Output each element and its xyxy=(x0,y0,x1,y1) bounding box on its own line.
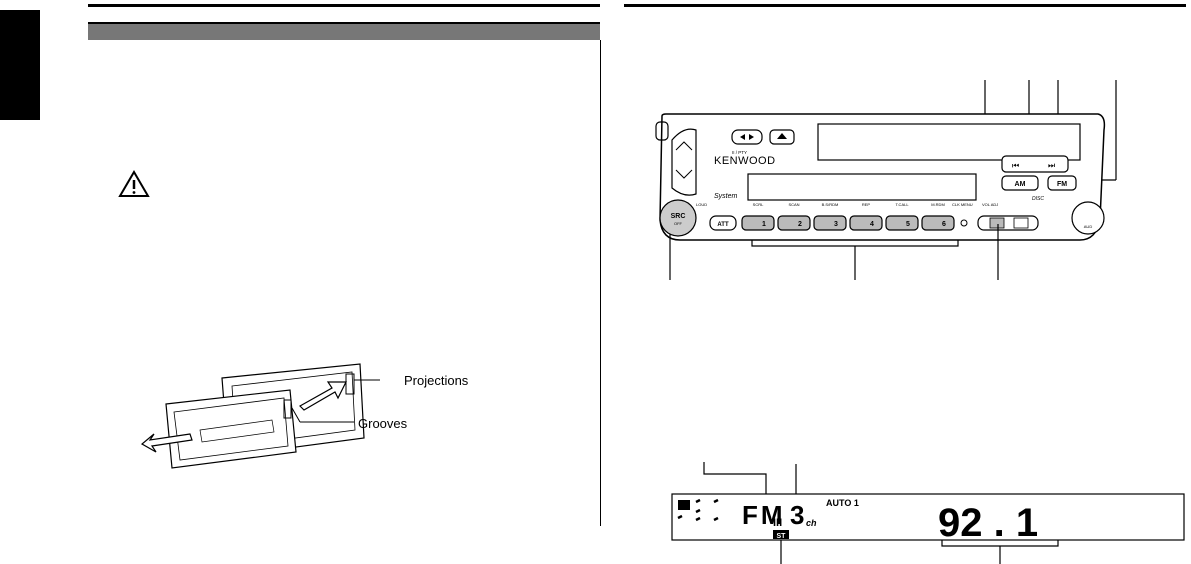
caution-icon xyxy=(118,170,150,197)
preset-button-6[interactable] xyxy=(921,215,955,231)
display-diagram: FM III 3 ch AUTO 1 ST 92 . 1 xyxy=(671,462,1185,564)
top-rule-left xyxy=(88,4,600,7)
disc-label: DISC xyxy=(1032,196,1044,202)
preset-button-1[interactable] xyxy=(741,215,775,231)
preset-label-5: T.CALL xyxy=(895,202,909,207)
preset-button-3[interactable] xyxy=(813,215,847,231)
src-button[interactable]: SRC xyxy=(671,213,686,220)
st-badge: ST xyxy=(777,533,787,540)
auto-text: AUTO 1 xyxy=(826,498,859,508)
clk-label: CLK MENU xyxy=(952,202,973,207)
preset-label-1: SCRL xyxy=(753,202,764,207)
system-logo: System xyxy=(714,193,738,200)
aud-label: AUD xyxy=(1084,224,1093,229)
preset-label-3: B.S/RDM xyxy=(822,202,839,207)
preset-label-4: REP xyxy=(862,202,871,207)
brand-logo: KENWOOD xyxy=(714,155,776,167)
label-projections: Projections xyxy=(404,373,469,388)
loud-label: LOUD xyxy=(696,202,707,207)
band-text: FM xyxy=(742,500,786,530)
ch-text: ch xyxy=(806,518,817,528)
preset-number-3: 3 xyxy=(834,221,838,228)
svg-text:⏭: ⏭ xyxy=(1048,161,1055,170)
att-button[interactable]: ATT xyxy=(717,222,729,228)
preset-label-6: M.RDM xyxy=(931,202,945,207)
vol-label: VOL ADJ xyxy=(982,202,998,207)
play-sub-label: II / PTY xyxy=(732,150,747,155)
freq-text: 92 . 1 xyxy=(938,501,1038,545)
language-tab xyxy=(0,10,40,120)
preset-number-4: 4 xyxy=(870,221,874,228)
preset-label-2: SCAN xyxy=(788,202,799,207)
section-title-bar xyxy=(88,22,600,40)
preset-number-5: 5 xyxy=(906,221,910,228)
preset-button-4[interactable] xyxy=(849,215,883,231)
preset-button-2[interactable] xyxy=(777,215,811,231)
fm-button[interactable]: FM xyxy=(1057,181,1067,188)
label-grooves: Grooves xyxy=(358,416,408,431)
band-sub-text: III xyxy=(773,517,782,529)
page-divider xyxy=(600,40,601,526)
top-rule-right xyxy=(624,4,1186,7)
svg-text:⏮: ⏮ xyxy=(1012,161,1019,170)
faceplate-illustration xyxy=(140,363,380,469)
src-sub-label: OFF xyxy=(674,221,683,226)
preset-button-5[interactable] xyxy=(885,215,919,231)
preset-number-2: 2 xyxy=(798,221,802,228)
am-button[interactable]: AM xyxy=(1015,181,1026,188)
preset-number-6: 6 xyxy=(942,221,946,228)
preset-text: 3 xyxy=(790,500,804,530)
preset-number-1: 1 xyxy=(762,221,766,228)
faceplate-diagram: KENWOOD II / PTY ⏮ ⏭ AM FM DISC System L… xyxy=(655,80,1117,280)
